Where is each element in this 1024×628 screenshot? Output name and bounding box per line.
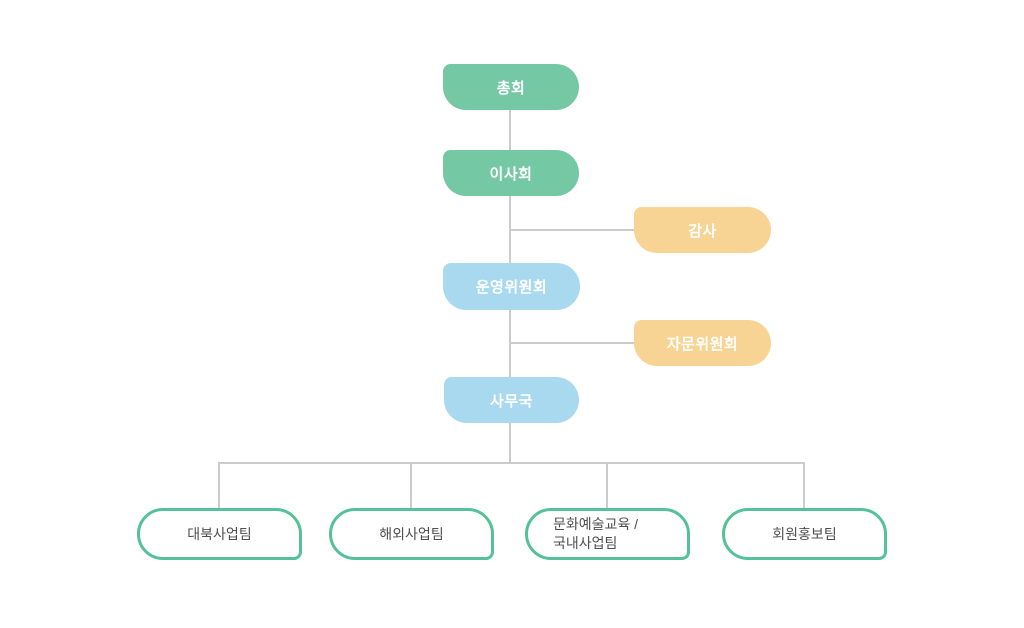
node-board-of-directors-label: 이사회	[489, 165, 533, 183]
label-line-1: 문화예술교육 /	[553, 516, 639, 533]
connector-drop-team-culture	[606, 462, 608, 508]
node-team-overseas-label: 해외사업팀	[379, 526, 444, 542]
node-steering-committee-label: 운영위원회	[475, 279, 548, 296]
connector-branch-advisory	[510, 342, 634, 344]
node-board-of-directors: 이사회	[443, 150, 579, 196]
node-general-assembly: 총회	[443, 64, 579, 110]
node-secretariat-label: 사무국	[490, 392, 533, 410]
connector-drop-team-north	[218, 462, 220, 508]
node-auditor-label: 감사	[688, 222, 717, 240]
node-team-member-pr-label: 회원홍보팀	[772, 526, 837, 542]
connector-drop-team-member	[803, 462, 805, 508]
node-team-overseas: 해외사업팀	[329, 508, 494, 560]
connector-assembly-board	[509, 110, 511, 150]
node-advisory-committee-label: 자문위원회	[666, 335, 739, 353]
node-team-culture-domestic: 문화예술교육 / 국내사업팀	[525, 508, 690, 560]
node-steering-committee: 운영위원회	[443, 263, 580, 310]
node-team-north-korea: 대북사업팀	[137, 508, 302, 560]
connector-secretariat-down	[509, 423, 511, 463]
node-team-north-korea-label: 대북사업팀	[187, 526, 252, 542]
node-team-culture-domestic-label: 문화예술교육 / 국내사업팀	[553, 515, 638, 553]
label-line-2: 국내사업팀	[553, 535, 618, 551]
node-secretariat: 사무국	[444, 377, 579, 423]
connector-drop-team-overseas	[410, 462, 412, 508]
node-advisory-committee: 자문위원회	[634, 320, 771, 366]
node-general-assembly-label: 총회	[496, 79, 526, 97]
connector-branch-auditor	[510, 229, 634, 231]
node-team-member-pr: 회원홍보팀	[722, 508, 887, 560]
connector-teams-horizontal	[218, 462, 805, 464]
node-auditor: 감사	[634, 207, 771, 253]
